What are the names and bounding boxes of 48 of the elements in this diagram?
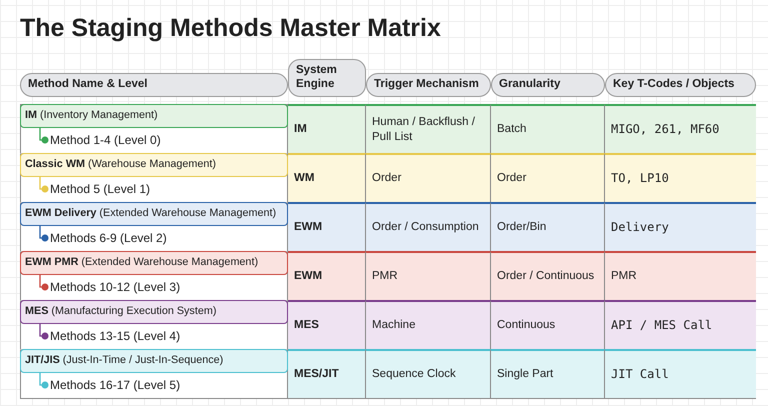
table-cell: PMR: [605, 251, 756, 300]
method-range-text: Method 5 (Level 1): [50, 181, 150, 197]
table-cell: MES: [288, 300, 366, 349]
title: The Staging Methods Master Matrix: [20, 14, 441, 43]
method-box: EWM Delivery (Extended Warehouse Management): [20, 202, 288, 226]
table-cell: Single Part: [491, 349, 605, 398]
connector-line: [39, 128, 48, 144]
method-box: Classic WM (Warehouse Management): [20, 153, 288, 177]
table-cell: PMR: [366, 251, 491, 300]
table-cell: Order/Bin: [491, 202, 605, 251]
table-cell: MIGO, 261, MF60: [605, 104, 756, 153]
connector-line: [39, 226, 48, 242]
connector-line: [39, 373, 48, 388]
table-cell: Human / Backflush / Pull List: [366, 104, 491, 153]
table-cell: Order: [491, 153, 605, 202]
method-range-text: Methods 10-12 (Level 3): [50, 279, 180, 295]
method-box: IM (Inventory Management): [20, 104, 288, 128]
table-cell: Continuous: [491, 300, 605, 349]
column-header: System Engine: [288, 59, 366, 97]
connector-line: [39, 324, 48, 340]
table-cell: EWM: [288, 251, 366, 300]
table-cell: Machine: [366, 300, 491, 349]
method-range-text: Methods 16-17 (Level 5): [50, 377, 180, 393]
method-range-text: Method 1-4 (Level 0): [50, 132, 161, 148]
table-cell: Order / Consumption: [366, 202, 491, 251]
method-box: EWM PMR (Extended Warehouse Management): [20, 251, 288, 275]
column-header: Key T-Codes / Objects: [605, 73, 756, 97]
connector-line: [39, 177, 48, 192]
table-cell: JIT Call: [605, 349, 756, 398]
table-cell: Delivery: [605, 202, 756, 251]
table-cell: API / MES Call: [605, 300, 756, 349]
table-cell: IM: [288, 104, 366, 153]
table-cell: Order / Continuous: [491, 251, 605, 300]
method-range-text: Methods 6-9 (Level 2): [50, 230, 167, 246]
table-cell: TO, LP10: [605, 153, 756, 202]
column-header: Granularity: [491, 73, 605, 97]
method-range-text: Methods 13-15 (Level 4): [50, 328, 180, 344]
table-cell: Batch: [491, 104, 605, 153]
table-cell: EWM: [288, 202, 366, 251]
table-cell: Sequence Clock: [366, 349, 491, 398]
column-header: Method Name & Level: [20, 73, 288, 97]
column-header: Trigger Mechanism: [366, 73, 491, 97]
table-cell: MES/JIT: [288, 349, 366, 398]
table-cell: WM: [288, 153, 366, 202]
method-box: JIT/JIS (Just-In-Time / Just-In-Sequence): [20, 349, 288, 373]
connector-line: [39, 275, 48, 290]
table-cell: Order: [366, 153, 491, 202]
method-box: MES (Manufacturing Execution System): [20, 300, 288, 324]
